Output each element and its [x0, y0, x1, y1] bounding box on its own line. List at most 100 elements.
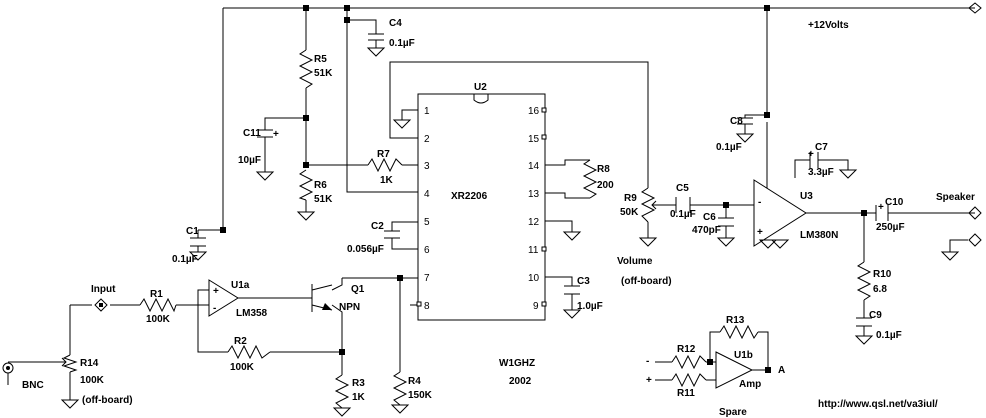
capacitor-c8 — [737, 117, 753, 125]
c4-ref: C4 — [389, 18, 402, 29]
r2-value: 100K — [230, 362, 255, 373]
url-label: http://www.qsl.net/va3iul/ — [818, 399, 938, 410]
r14-note: (off-board) — [82, 395, 133, 406]
capacitor-c4 — [368, 33, 384, 48]
u1b-label: Amp — [739, 379, 761, 390]
ground-icon — [392, 119, 412, 129]
resistor-r1 — [139, 297, 177, 313]
wires — [8, 7, 975, 400]
speaker-terminal-icon — [968, 206, 982, 220]
capacitor-c3 — [564, 285, 580, 295]
capacitor-c2 — [384, 230, 400, 239]
capacitors — [190, 33, 889, 327]
connectors — [2, 2, 982, 385]
resistor-r5 — [298, 49, 314, 89]
input-label: Input — [91, 284, 116, 295]
resistor-r10 — [856, 261, 872, 301]
c11-polarity: + — [273, 129, 279, 140]
spare-label: Spare — [719, 407, 747, 418]
resistor-r3 — [334, 374, 350, 409]
ground-icon — [770, 239, 790, 249]
r1-value: 100K — [146, 314, 171, 325]
r8-ref: R8 — [597, 164, 610, 175]
speaker-ground-terminal-icon — [968, 233, 982, 247]
r4-value: 150K — [408, 390, 433, 401]
ground-icon — [188, 251, 208, 261]
svg-text:7: 7 — [424, 273, 430, 284]
c2-ref: C2 — [371, 221, 384, 232]
u1a-minus: - — [213, 303, 216, 314]
opamp-u1b — [715, 351, 771, 389]
year-label: 2002 — [509, 376, 532, 387]
capacitor-c9 — [856, 317, 872, 327]
volume-label: Volume — [617, 256, 653, 267]
supply-terminal-icon — [968, 2, 982, 14]
ic-ref: U2 — [474, 82, 487, 93]
spare-minus: - — [646, 356, 649, 367]
capacitor-c7 — [809, 152, 819, 168]
svg-text:9: 9 — [533, 301, 539, 312]
bnc-label: BNC — [22, 380, 44, 391]
grounds — [60, 47, 960, 417]
c11-value: 10µF — [238, 155, 261, 166]
opamp-u3 — [753, 179, 807, 247]
resistor-r8 — [582, 159, 598, 199]
ground-icon — [296, 211, 316, 221]
svg-text:10: 10 — [528, 273, 540, 284]
r6-ref: R6 — [314, 180, 327, 191]
author-label: W1GHZ — [499, 358, 535, 369]
r11-ref: R11 — [677, 388, 695, 399]
u1b-output: A — [778, 365, 785, 376]
r12-ref: R12 — [677, 344, 696, 355]
r5-ref: R5 — [314, 54, 327, 65]
c10-ref: C10 — [885, 197, 904, 208]
u1a-plus: + — [213, 286, 219, 297]
ground-icon — [716, 237, 736, 247]
r1-ref: R1 — [150, 289, 163, 300]
r10-ref: R10 — [873, 269, 892, 280]
ground-icon — [366, 47, 386, 57]
ground-icon — [60, 399, 80, 409]
resistor-r4 — [392, 371, 408, 406]
c10-polarity: + — [878, 202, 884, 213]
c4-value: 0.1µF — [389, 38, 415, 49]
speaker-label: Speaker — [936, 192, 975, 203]
svg-text:13: 13 — [528, 189, 540, 200]
r13-ref: R13 — [726, 315, 745, 326]
c3-value: 1.0µF — [577, 301, 603, 312]
svg-text:16: 16 — [528, 106, 540, 117]
c7-value: 3.3µF — [808, 167, 834, 178]
r2-ref: R2 — [234, 336, 247, 347]
ground-icon — [332, 407, 352, 417]
c10-value: 250µF — [876, 222, 905, 233]
u3-ref: U3 — [800, 191, 813, 202]
r3-ref: R3 — [352, 378, 365, 389]
svg-text:15: 15 — [528, 134, 540, 145]
opamp-u1a — [208, 279, 239, 317]
capacitor-c11 — [257, 129, 273, 145]
volume-note: (off-board) — [621, 276, 672, 287]
ground-icon — [735, 133, 755, 143]
r9-ref: R9 — [624, 193, 637, 204]
svg-text:6: 6 — [424, 245, 430, 256]
resistors — [60, 49, 872, 409]
ground-icon — [854, 335, 874, 345]
u1a-ref: U1a — [231, 280, 250, 291]
supply-label: +12Volts — [808, 20, 849, 31]
ground-icon — [940, 251, 960, 261]
ic-xr2206 — [416, 93, 547, 321]
r6-value: 51K — [314, 194, 333, 205]
ic-part: XR2206 — [451, 191, 488, 202]
capacitor-c6 — [718, 217, 734, 227]
ground-icon — [638, 237, 658, 247]
labels: +12Volts U2 XR2206 1 2 3 4 5 6 7 8 16 15… — [22, 18, 975, 418]
c11-ref: C11 — [243, 128, 261, 139]
ground-icon — [838, 169, 858, 179]
c8-value: 0.1µF — [716, 142, 742, 153]
capacitor-c10 — [875, 205, 889, 221]
resistor-r2 — [227, 344, 271, 360]
q1-ref: Q1 — [351, 284, 365, 295]
c3-ref: C3 — [577, 276, 590, 287]
ground-icon — [562, 309, 582, 319]
